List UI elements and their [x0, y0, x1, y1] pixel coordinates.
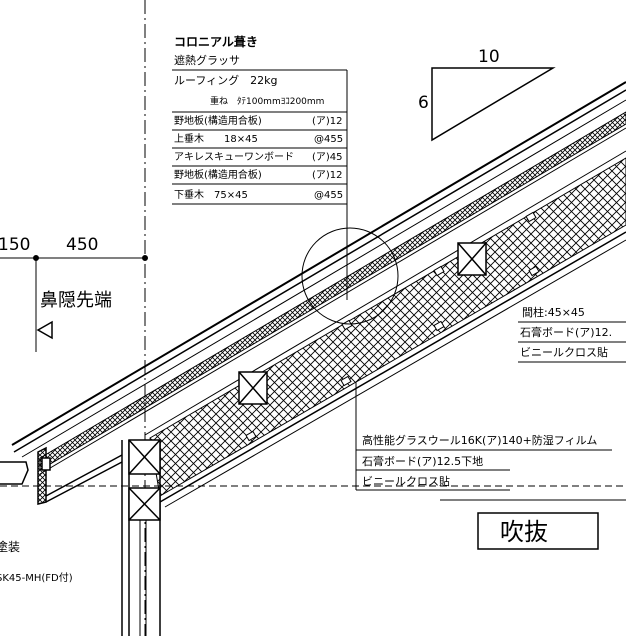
roof-spec-line: 重ね ﾀﾃ100mmﾖｺ200mm — [174, 95, 324, 107]
detail-circle — [301, 227, 399, 325]
pitch-rise: 6 — [418, 93, 429, 113]
wall-post — [121, 439, 161, 636]
dim-150: 150 — [0, 235, 30, 255]
roof-spec-title: コロニアル葺き — [174, 34, 258, 49]
left-note: 塗装 — [0, 539, 20, 554]
left-note: SK45-MH(FD付) — [0, 571, 73, 584]
wall-spec-leader — [518, 321, 626, 363]
ceiling-spec-line: 高性能グラスウール16K(ア)140+防湿フィルム — [362, 433, 597, 447]
roof-spec-value: (ア)12 — [312, 116, 343, 127]
eave-marker-flag — [36, 320, 53, 340]
purlin-box-1 — [238, 371, 268, 405]
purlin-box-2 — [457, 242, 487, 276]
wall-spec-line: 石膏ボード(ア)12. — [520, 325, 612, 339]
roof-spec-value: @455 — [314, 134, 343, 145]
pitch-triangle — [431, 67, 556, 142]
roof-upper-layers — [11, 81, 626, 475]
roof-spec-value: (ア)45 — [312, 152, 343, 163]
roof-spec-line: 下垂木 75×45 — [174, 189, 248, 201]
gutter — [0, 461, 29, 485]
roof-spec-table — [172, 69, 348, 300]
ceiling-spec-line: 石膏ボード(ア)12.5下地 — [362, 454, 483, 468]
roof-spec-value: (ア)12 — [312, 170, 343, 181]
roof-spec-line: ルーフィング 22kg — [174, 73, 277, 87]
roof-spec-line: アキレスキューワンボード — [174, 151, 294, 163]
wall-spec-line: ビニールクロス貼 — [520, 345, 608, 359]
ceiling-spec-line: ビニールクロス貼 — [362, 474, 450, 488]
void-label: 吹抜 — [500, 518, 548, 546]
wall-spec-line: 間柱:45×45 — [522, 305, 585, 319]
dimension-line — [0, 255, 148, 352]
ceiling-spec-leader — [355, 382, 612, 491]
roof-spec-line: 野地板(構造用合板) — [174, 114, 262, 127]
roof-spec-line: 遮熱グラッサ — [174, 53, 240, 67]
roof-spec-line: 上垂木 18×45 — [174, 133, 258, 145]
dim-450: 450 — [66, 235, 98, 255]
void-label-box — [477, 512, 599, 550]
eave-label: 鼻隠先端 — [40, 290, 112, 311]
pitch-run: 10 — [478, 47, 500, 67]
roof-spec-line: 野地板(構造用合板) — [174, 168, 262, 181]
eave-fascia — [37, 446, 123, 505]
roof-spec-value: @455 — [314, 190, 343, 201]
